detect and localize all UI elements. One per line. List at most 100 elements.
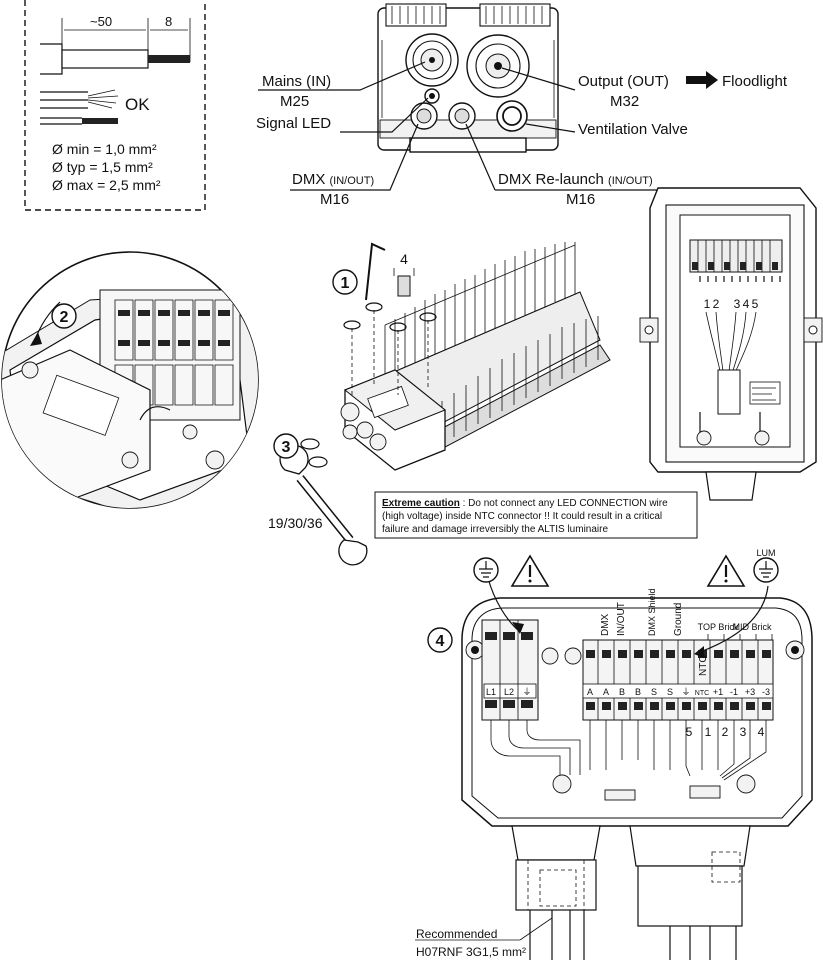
ground-arrow-icon — [512, 622, 524, 634]
step-2-terminal-rows — [114, 299, 234, 406]
step-1-number: 1 — [341, 275, 350, 292]
caution-title: Extreme caution — [382, 498, 460, 509]
cable-spec-label: H07RNF 3G1,5 mm² — [416, 945, 526, 959]
wire-spec-panel: ~50 8 OK Ø min = 1,0 mm² Ø typ = 1,5 mm²… — [24, 0, 206, 211]
wrench-sizes-label: 19/30/36 — [268, 515, 323, 531]
mains-term-ground: ⏚ — [522, 687, 531, 697]
step-2-number: 2 — [60, 309, 69, 326]
wire-num-3: 3 — [740, 725, 747, 739]
term-ntc: NTC — [695, 690, 709, 697]
term-a1: A — [587, 687, 593, 697]
step-3-badge: 3 — [273, 433, 299, 459]
dmx-label: DMX (IN/OUT) — [292, 171, 374, 188]
right-pin-5: 5 — [752, 297, 759, 311]
dmx-label-suffix: (IN/OUT) — [330, 175, 375, 187]
ventilation-valve — [496, 100, 528, 132]
caution-line-2: (high voltage) inside NTC connector !! I… — [382, 511, 662, 522]
right-pin-2: 2 — [713, 297, 720, 311]
strip-end-label: 8 — [165, 14, 172, 29]
main-terminal-strip — [582, 639, 774, 721]
term-b1: B — [619, 687, 625, 697]
step-1-screws — [343, 302, 437, 395]
dmx-size: M16 — [320, 191, 349, 208]
relaunch-label-main: DMX Re-launch — [498, 171, 604, 188]
header-ground: Ground — [673, 603, 684, 636]
right-pin-1: 1 — [704, 297, 711, 311]
output-label: Output (OUT) — [578, 73, 669, 90]
header-dmx-shield: DMX Shield — [647, 588, 657, 636]
output-size: M32 — [610, 93, 639, 110]
wire-num-4: 4 — [758, 725, 765, 739]
right-pin-3: 3 — [734, 297, 741, 311]
mains-term-l1: L1 — [486, 687, 496, 697]
warning-triangle-icon — [510, 554, 550, 587]
wire-max: Ø max = 2,5 mm² — [52, 177, 161, 193]
step-3-number: 3 — [282, 439, 291, 456]
header-ntc: NTC — [698, 655, 709, 676]
rotate-arrow-icon — [30, 332, 42, 346]
header-dmx: DMX — [600, 613, 611, 636]
strip-length-label: ~50 — [90, 14, 112, 29]
term-s2: S — [667, 687, 673, 697]
step-2-detail — [1, 251, 259, 509]
dmx-gland — [410, 102, 438, 130]
mains-gland — [405, 33, 459, 87]
mains-label: Mains (IN) — [262, 73, 331, 90]
lum-ground-icon — [753, 557, 779, 583]
right-pin-4: 4 — [743, 297, 750, 311]
dmx-relaunch-gland — [448, 102, 476, 130]
wire-num-5: 5 — [686, 725, 693, 739]
step-4-badge: 4 — [427, 627, 453, 653]
mains-size: M25 — [280, 93, 309, 110]
term-a2: A — [603, 687, 609, 697]
right-terminal-strip — [689, 239, 783, 273]
step-1-badge: 1 — [332, 269, 358, 295]
relaunch-label: DMX Re-launch (IN/OUT) — [498, 171, 653, 188]
cable-sheath — [61, 49, 149, 69]
open-box-right: 1 2 3 4 5 — [639, 187, 823, 501]
lum-label: LUM — [756, 548, 775, 558]
stripped-core — [148, 55, 190, 63]
ok-label: OK — [125, 95, 150, 114]
step-4-number: 4 — [436, 633, 445, 650]
luminaire-unit: 4 — [279, 242, 611, 566]
output-cable-gland — [629, 825, 751, 960]
internal-wiring — [490, 720, 767, 781]
caution-line-1: Extreme caution : Do not connect any LED… — [382, 498, 668, 509]
recommended-label: Recommended — [416, 927, 497, 941]
term-minus3: -3 — [762, 687, 770, 697]
term-plus3: +3 — [745, 687, 755, 697]
wire-num-2: 2 — [722, 725, 729, 739]
step-2-badge: 2 — [51, 303, 77, 329]
relaunch-size: M16 — [566, 191, 595, 208]
hex-bit-icon — [393, 268, 415, 297]
hex-size-label: 4 — [400, 251, 408, 267]
header-in-out: IN/OUT — [616, 602, 627, 636]
floodlight-label: Floodlight — [722, 73, 788, 90]
header-mid-brick: MID Brick — [733, 622, 772, 632]
relaunch-label-suffix: (IN/OUT) — [608, 175, 653, 187]
term-minus1: -1 — [730, 687, 738, 697]
signal-led-label: Signal LED — [256, 115, 331, 132]
floodlight-arrow-icon — [686, 71, 718, 89]
mains-term-l2: L2 — [504, 687, 514, 697]
term-s1: S — [651, 687, 657, 697]
output-gland — [466, 34, 530, 98]
mains-terminal-group — [481, 619, 539, 721]
connector-box-top-view — [258, 3, 718, 191]
header-top-brick: TOP Brick — [698, 622, 739, 632]
term-ground: ⏚ — [681, 687, 690, 697]
caution-box: Extreme caution : Do not connect any LED… — [374, 491, 698, 539]
term-b2: B — [635, 687, 641, 697]
term-plus1: +1 — [713, 687, 723, 697]
frayed-wire-ok — [40, 89, 119, 125]
dmx-label-main: DMX — [292, 171, 325, 188]
wire-num-1: 1 — [705, 725, 712, 739]
terminal-block-detail: L1 L2 ⏚ A A B B S S ⏚ NTC +1 -1 +3 -3 DM… — [415, 577, 813, 960]
caution-text-1: : Do not connect any LED CONNECTION wire — [460, 498, 668, 509]
caution-line-3: failure and damage irreversibly the ALTI… — [382, 524, 608, 535]
ventilation-label: Ventilation Valve — [578, 121, 688, 138]
lum-arrow-icon — [694, 646, 704, 658]
wire-typ: Ø typ = 1,5 mm² — [52, 159, 153, 175]
